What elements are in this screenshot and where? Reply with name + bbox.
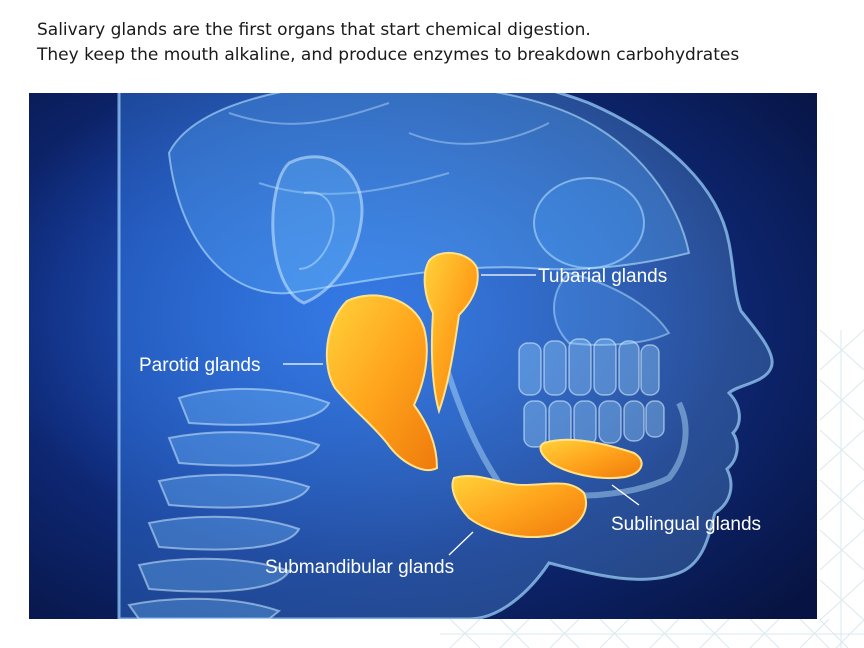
head-xray-graphic: Tubarial glands Parotid glands Sublingua… bbox=[29, 93, 817, 619]
label-submandibular-glands: Submandibular glands bbox=[265, 557, 454, 578]
teeth bbox=[518, 338, 665, 448]
skull-cranium bbox=[167, 93, 691, 295]
caption-line-2: They keep the mouth alkaline, and produc… bbox=[37, 45, 740, 65]
label-parotid-glands: Parotid glands bbox=[139, 355, 260, 376]
caption-line-1: Salivary glands are the first organs tha… bbox=[37, 20, 591, 40]
label-tubarial-glands: Tubarial glands bbox=[538, 266, 667, 287]
salivary-glands-illustration: Tubarial glands Parotid glands Sublingua… bbox=[29, 93, 817, 619]
cervical-spine bbox=[127, 387, 331, 619]
tubarial-gland bbox=[423, 251, 479, 415]
parotid-gland bbox=[325, 294, 439, 471]
sublingual-gland bbox=[539, 438, 643, 479]
ear bbox=[271, 155, 364, 305]
label-sublingual-glands: Sublingual glands bbox=[611, 514, 761, 535]
eye-socket bbox=[533, 177, 645, 269]
submandibular-gland bbox=[451, 475, 587, 538]
leader-lines bbox=[283, 274, 640, 556]
slide-caption: Salivary glands are the first organs tha… bbox=[37, 18, 847, 68]
